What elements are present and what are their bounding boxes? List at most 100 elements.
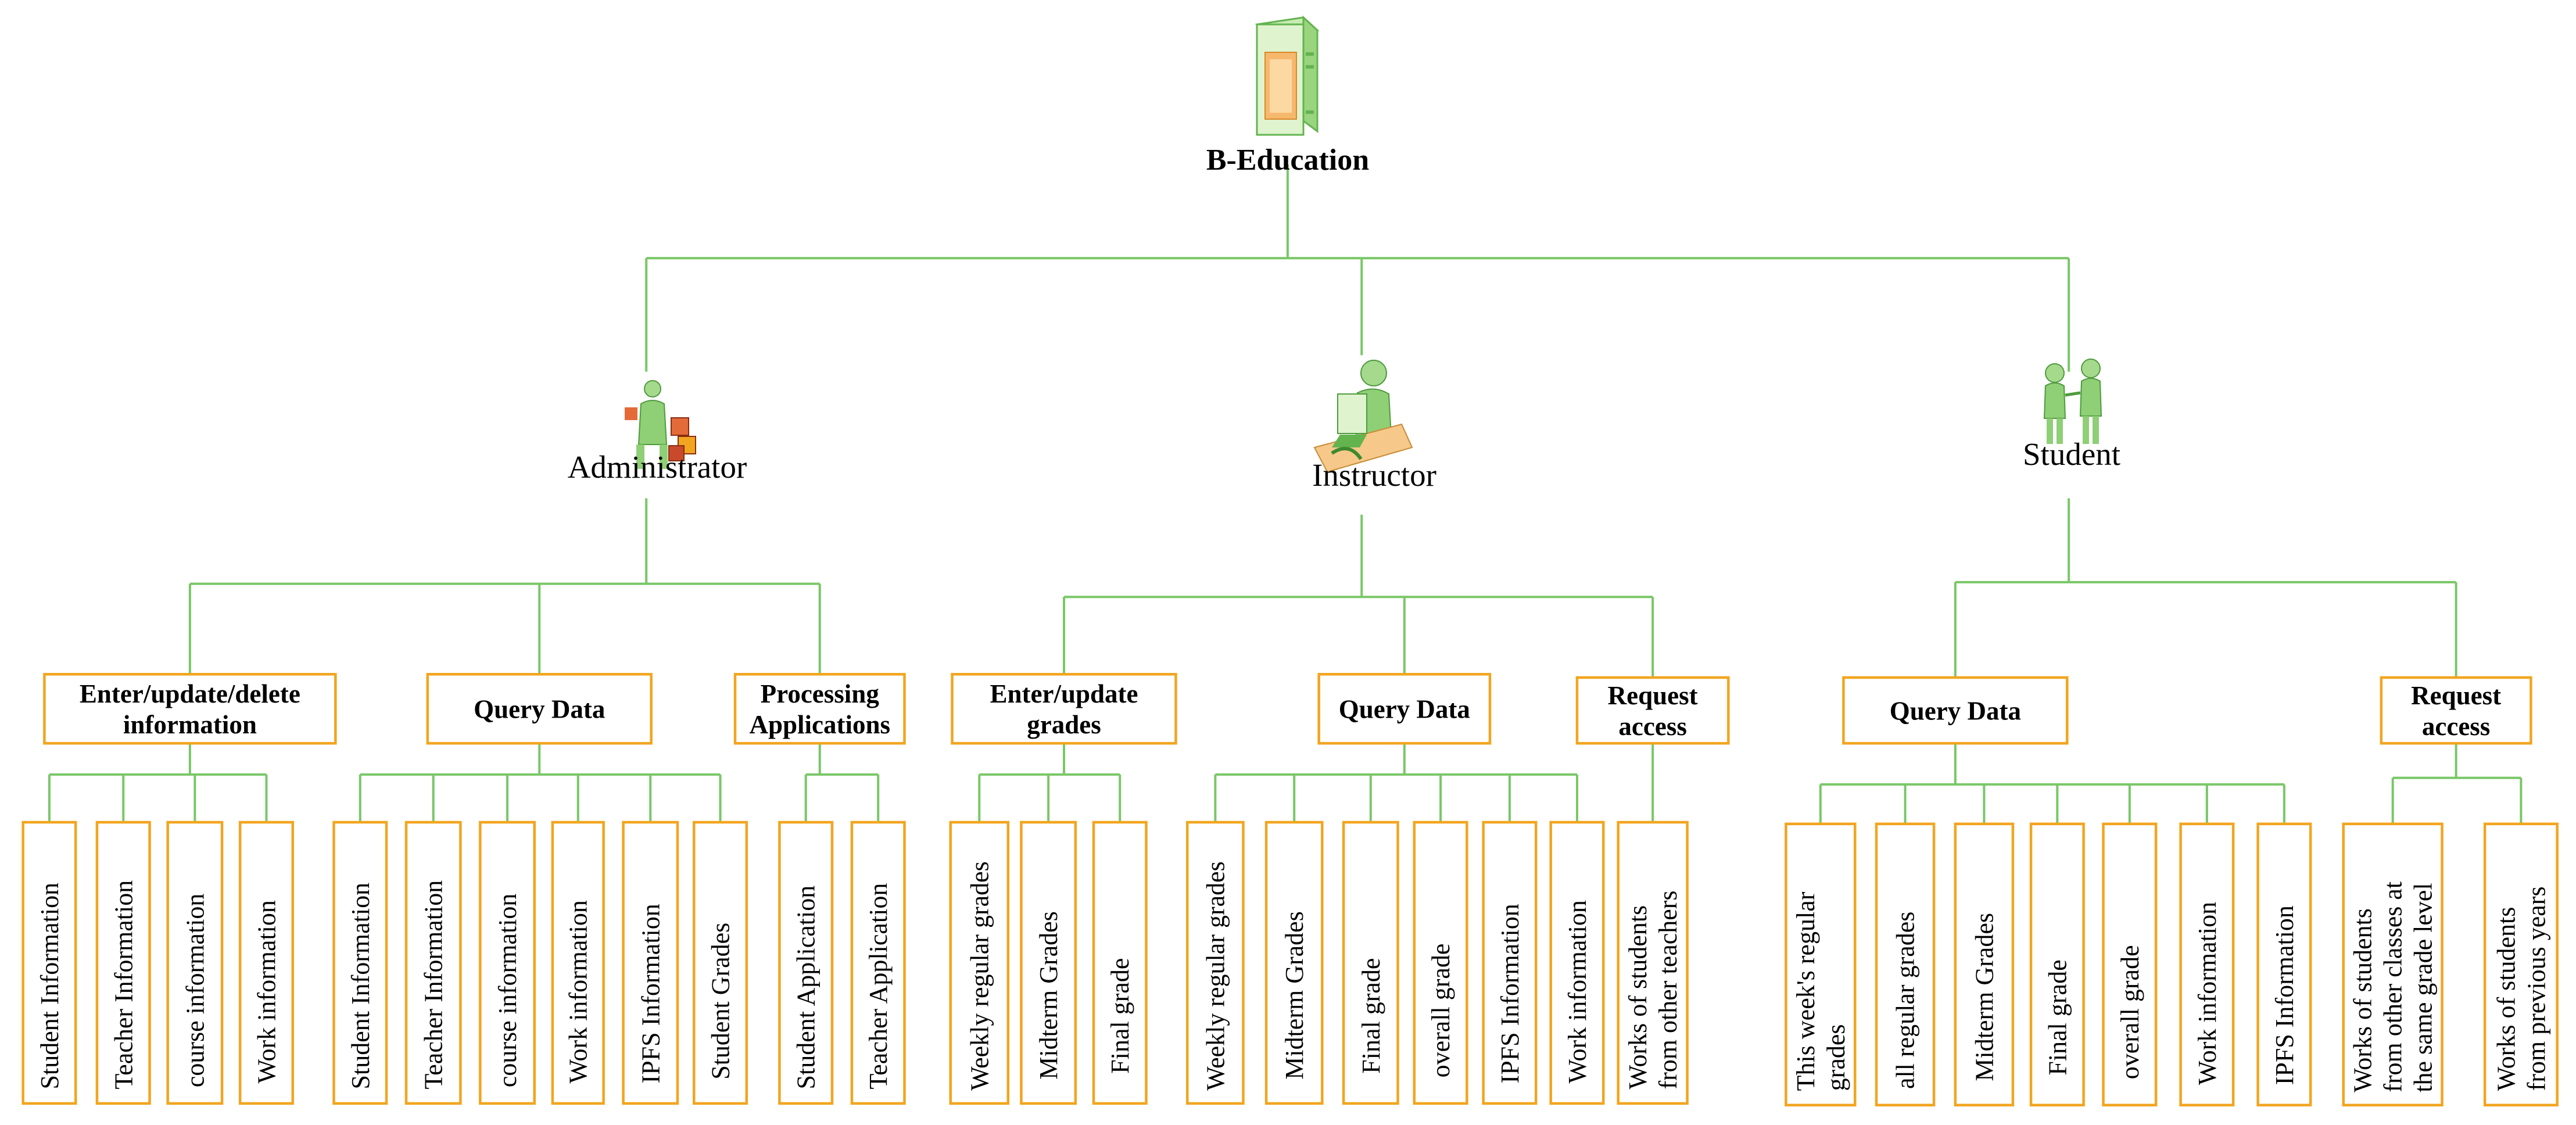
leaf-final-grade: Final grade bbox=[1342, 821, 1399, 1105]
leaf-label: Student Information bbox=[35, 883, 64, 1090]
category-box bbox=[2380, 676, 2532, 745]
leaf-student-information: Student Information bbox=[332, 821, 388, 1105]
category-label: access bbox=[1618, 712, 1686, 741]
leaf-teacher-information: Teacher Information bbox=[404, 821, 462, 1105]
leaf-label: Teacher Application bbox=[864, 883, 893, 1090]
leaf-overall-grade: overall grade bbox=[1413, 821, 1468, 1105]
leaf-box bbox=[1954, 822, 2015, 1107]
category-label: access bbox=[2422, 712, 2490, 741]
leaf-label: grades bbox=[1822, 1024, 1850, 1091]
leaf-label: IPFS Information bbox=[1496, 904, 1524, 1083]
leaf-label: Midterm Grades bbox=[1280, 911, 1309, 1080]
category-box bbox=[1575, 676, 1730, 745]
leaf-box bbox=[778, 821, 834, 1105]
leaf-work-information: Work information bbox=[2179, 822, 2235, 1107]
leaf-weekly-regular-grades: Weekly regular grades bbox=[1186, 821, 1245, 1105]
leaf-label: Student Information bbox=[346, 883, 375, 1090]
leaf-label: Final grade bbox=[1357, 958, 1385, 1074]
leaf-label: course information bbox=[181, 894, 209, 1088]
leaf-box bbox=[1092, 821, 1148, 1105]
leaf-box bbox=[1342, 821, 1399, 1105]
role-label-administrator: Administrator bbox=[568, 449, 747, 485]
leaf-box bbox=[1785, 822, 1857, 1107]
leaf-box bbox=[479, 821, 536, 1105]
leaf-student-grades: Student Grades bbox=[693, 821, 748, 1105]
leaf-label: Work information bbox=[564, 900, 593, 1083]
category-label: Query Data bbox=[474, 695, 605, 724]
student-icon bbox=[2043, 359, 2102, 444]
leaf-boxes: Student Information Teacher Information co… bbox=[22, 821, 2559, 1107]
role-label-instructor: Instructor bbox=[1312, 457, 1436, 493]
leaf-label: Works of students bbox=[1624, 905, 1652, 1090]
leaf-student-information: Student Information bbox=[22, 821, 77, 1105]
category-label: Request bbox=[1608, 681, 1698, 710]
root-title: B-Education bbox=[1206, 144, 1369, 177]
server-tower-icon bbox=[1255, 15, 1320, 136]
leaf-label: Work information bbox=[1563, 900, 1592, 1083]
category-box bbox=[1842, 676, 2069, 745]
leaf-box bbox=[2256, 822, 2312, 1107]
category-label: information bbox=[123, 710, 257, 739]
leaf-label: Student Grades bbox=[707, 923, 735, 1080]
leaf-label: overall grade bbox=[2116, 945, 2144, 1079]
leaf-label: Midterm Grades bbox=[1970, 913, 1998, 1081]
category-label: Query Data bbox=[1339, 695, 1470, 724]
category-box bbox=[43, 673, 337, 745]
leaf-label: Work information bbox=[252, 900, 281, 1083]
leaf-box bbox=[404, 821, 462, 1105]
leaf-box bbox=[1186, 821, 1245, 1105]
leaf-box bbox=[22, 821, 77, 1105]
category-label: Applications bbox=[749, 710, 890, 739]
leaf-final-grade: Final grade bbox=[2029, 822, 2085, 1107]
leaf-work-information: Work information bbox=[551, 821, 605, 1105]
leaf-box bbox=[1264, 821, 1324, 1105]
leaf-teacher-information: Teacher Information bbox=[95, 821, 151, 1105]
leaf-label: from previous years bbox=[2522, 886, 2550, 1091]
leaf-label: Weekly regular grades bbox=[1201, 861, 1230, 1091]
leaf-box bbox=[1020, 821, 1077, 1105]
leaf-teacher-application: Teacher Application bbox=[850, 821, 906, 1105]
leaf-box bbox=[166, 821, 224, 1105]
instructor-icon bbox=[1313, 360, 1413, 473]
leaf-label: Works of students bbox=[2349, 908, 2377, 1092]
leaf-box bbox=[2102, 822, 2158, 1107]
leaf-weekly-regular-grades: Weekly regular grades bbox=[949, 821, 1010, 1105]
leaf-box bbox=[2483, 822, 2559, 1107]
leaf-box bbox=[2342, 822, 2444, 1107]
leaf-ipfs-information: IPFS Information bbox=[1482, 821, 1538, 1105]
leaf-label: Final grade bbox=[1106, 958, 1134, 1074]
leaf-ipfs-information: IPFS Information bbox=[2256, 822, 2312, 1107]
leaf-label: from other teachers bbox=[1654, 890, 1682, 1089]
leaf-label: the same grade level bbox=[2409, 883, 2438, 1092]
category-box bbox=[1317, 673, 1492, 745]
leaf-box bbox=[622, 821, 679, 1105]
leaf-midterm-grades: Midterm Grades bbox=[1954, 822, 2015, 1107]
category-label: Enter/update bbox=[990, 679, 1138, 708]
leaf-box bbox=[1875, 822, 1936, 1107]
category-instructor-query-data: Query Data bbox=[1317, 673, 1492, 745]
leaf-work-information: Work information bbox=[238, 821, 294, 1105]
leaf-final-grade: Final grade bbox=[1092, 821, 1148, 1105]
leaf-box bbox=[238, 821, 294, 1105]
leaf-label: Final grade bbox=[2043, 959, 2072, 1075]
category-administrator-query-data: Query Data bbox=[426, 673, 653, 745]
leaf-box bbox=[949, 821, 1010, 1105]
leaf-box bbox=[95, 821, 151, 1105]
leaf-box bbox=[2029, 822, 2085, 1107]
leaf-box bbox=[551, 821, 605, 1105]
category-box bbox=[951, 673, 1177, 745]
leaf-box bbox=[1617, 821, 1689, 1105]
leaf-label: Teacher Information bbox=[420, 880, 448, 1090]
leaf-ipfs-information: IPFS Information bbox=[622, 821, 679, 1105]
leaf-label: Student Application bbox=[792, 886, 821, 1090]
leaf-label: Midterm Grades bbox=[1034, 911, 1063, 1080]
